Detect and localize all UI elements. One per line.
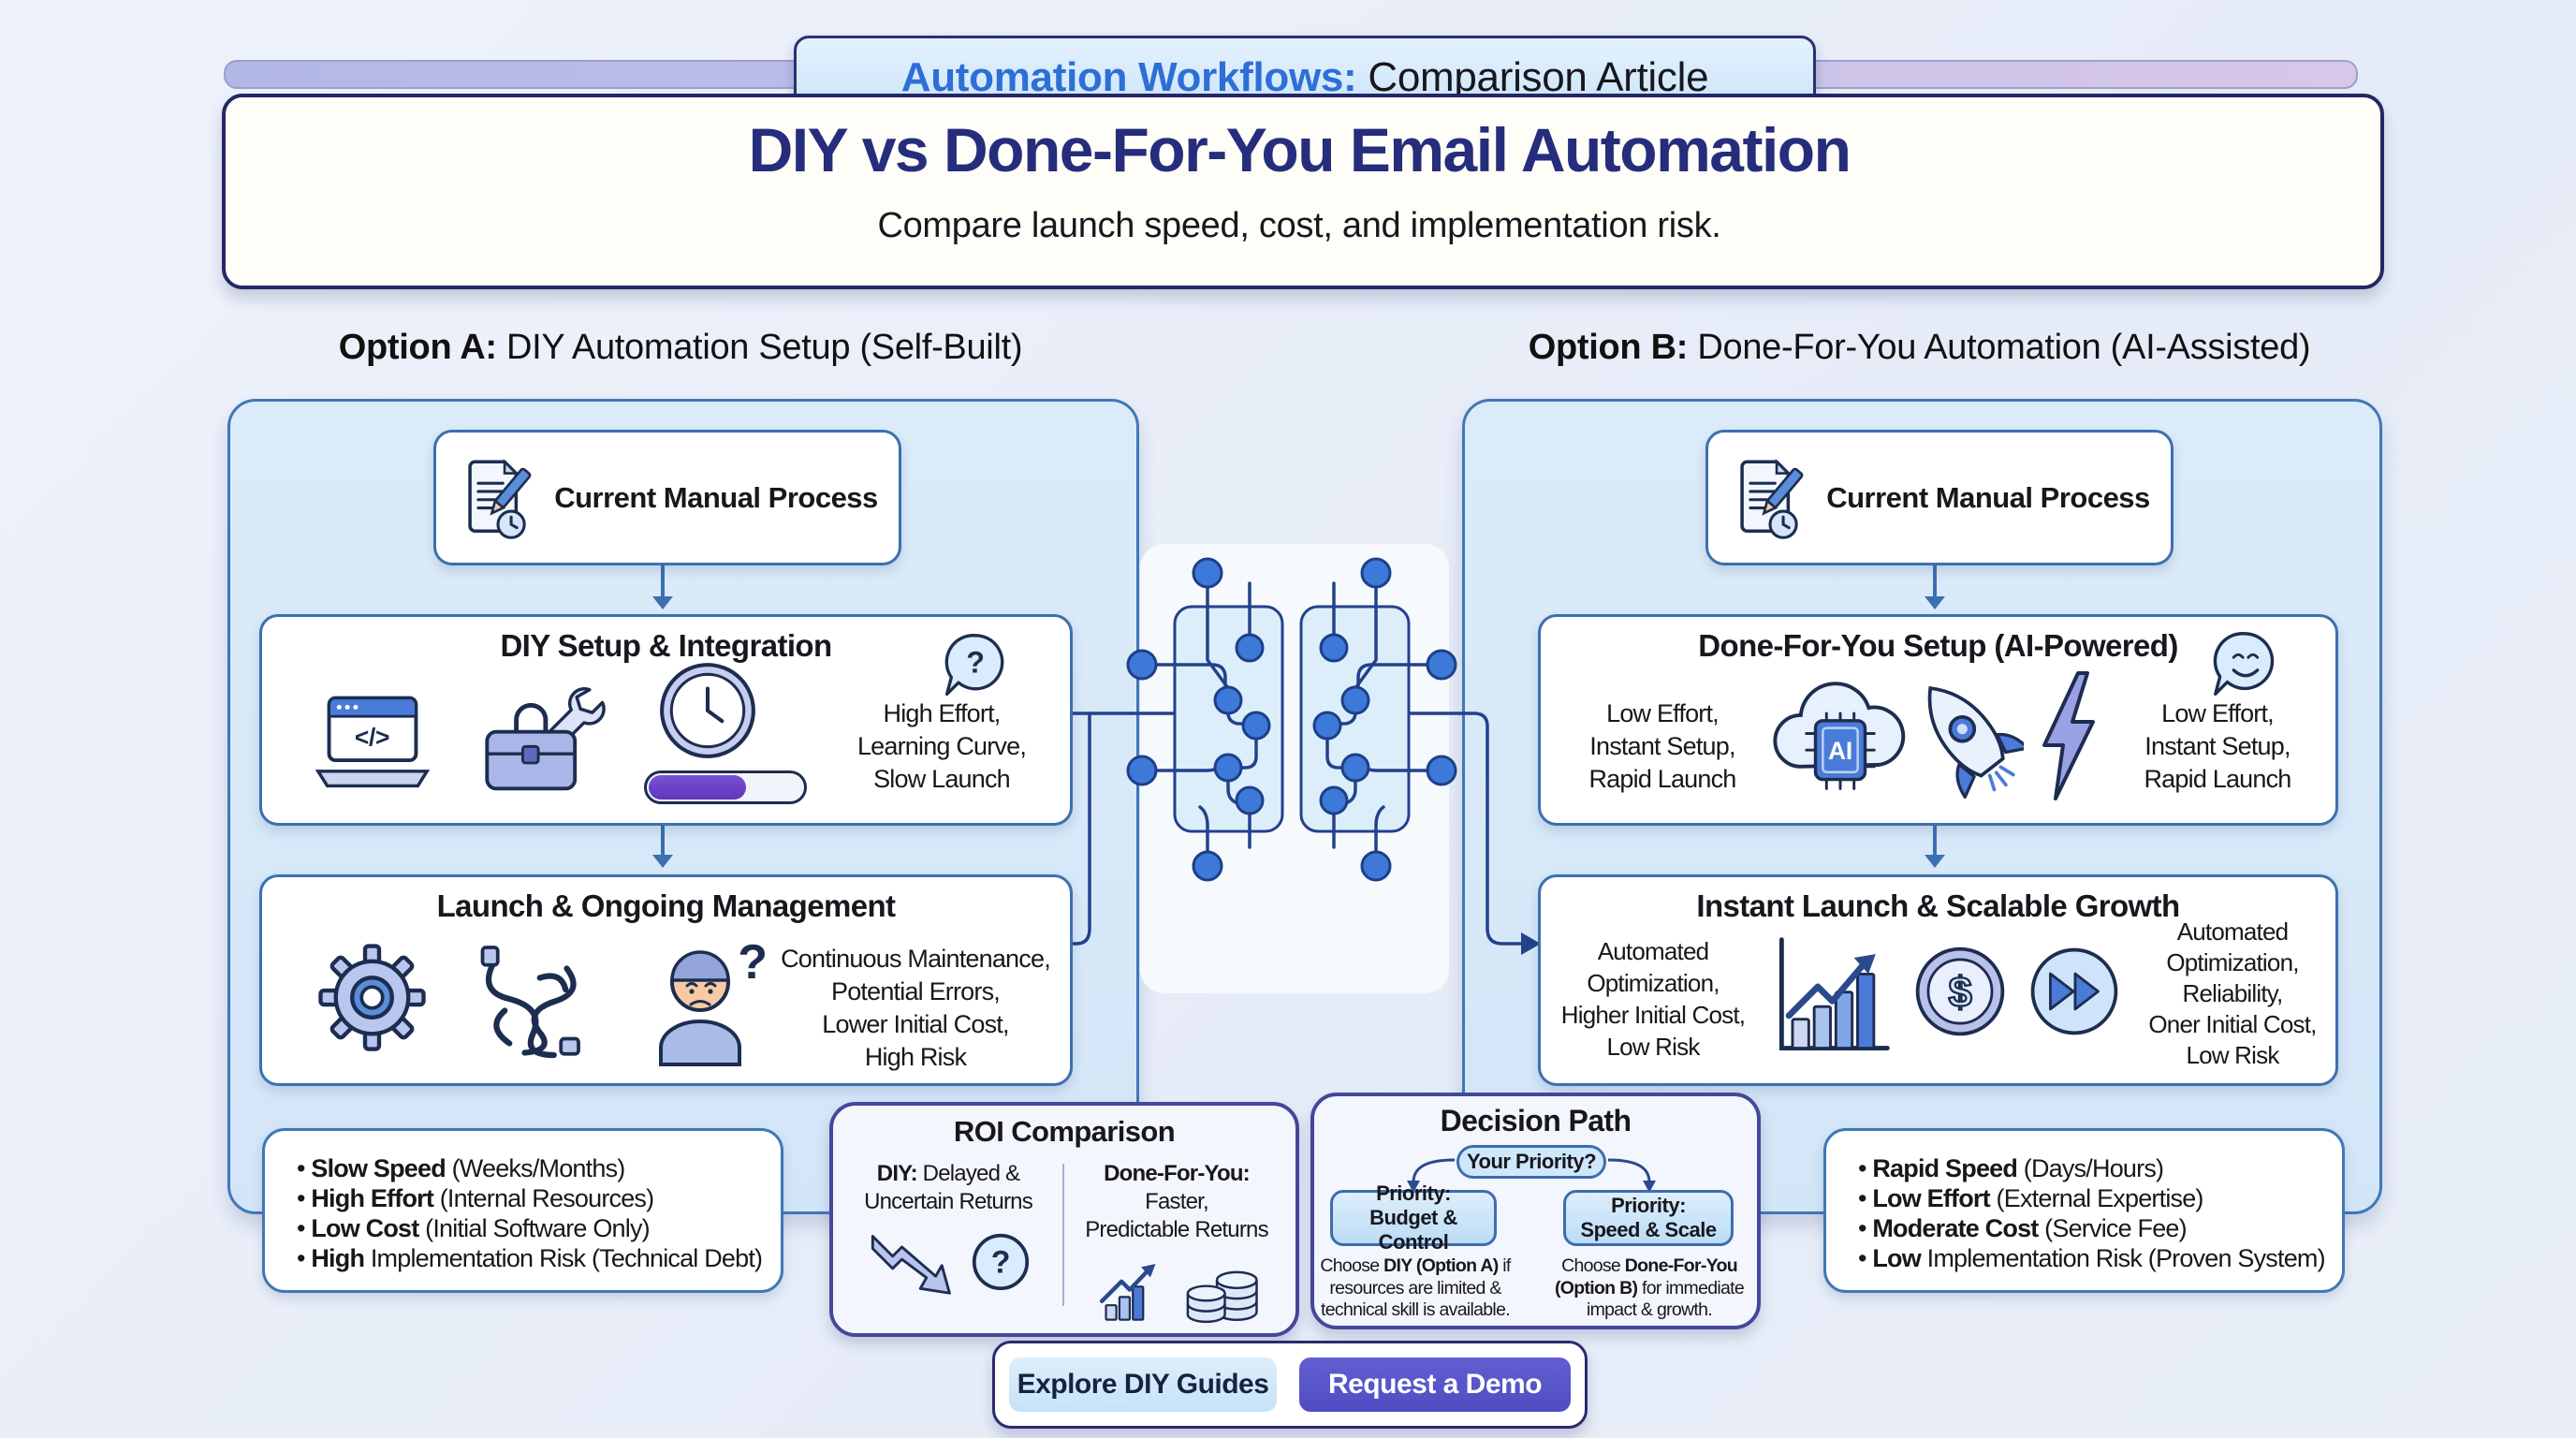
ai-cloud-chip-icon: AI (1773, 682, 1906, 790)
svg-text:?: ? (991, 1244, 1010, 1280)
progress-fill (649, 775, 747, 800)
roi-dfy-label: Done-For-You: Faster, Predictable Return… (1085, 1161, 1268, 1242)
svg-text:?: ? (966, 646, 984, 680)
toolbox-wrench-icon (485, 687, 606, 791)
summary-bullet: Slow Speed (Weeks/Months) (297, 1153, 781, 1183)
card-current-manual-process-a: Current Manual Process (433, 430, 901, 565)
circuit-connector-graphic (1065, 544, 1541, 993)
option-b-heading-text: Done-For-You Automation (AI-Assisted) (1688, 328, 2311, 367)
question-circle-icon: ? (972, 1233, 1030, 1291)
card-launch-management: Launch & Ongoing Management (259, 874, 1073, 1086)
page-title: DIY vs Done-For-You Email Automation (748, 115, 1852, 184)
progress-bar (644, 770, 807, 804)
flow-arrow-b1 (1933, 562, 1937, 597)
roi-comparison-panel: ROI Comparison DIY: Delayed & Uncertain … (829, 1102, 1299, 1337)
card-note-left: Low Effort, Instant Setup, Rapid Launch (1588, 699, 1736, 793)
roi-title: ROI Comparison (953, 1115, 1176, 1148)
document-edit-icon (1740, 458, 1804, 539)
option-b-heading-label: Option B: (1528, 328, 1689, 367)
roi-diy-label: DIY: Delayed & Uncertain Returns (864, 1161, 1033, 1214)
svg-text:AI: AI (1828, 737, 1852, 765)
card-note: High Effort, Learning Curve, Slow Launch (856, 699, 1027, 793)
cta-bar: Explore DIY Guides Request a Demo (992, 1341, 1588, 1429)
card-note-right: Automated Optimization, Reliability, One… (2148, 917, 2317, 1069)
flow-arrow-a1 (661, 562, 665, 597)
option-a-heading-text: DIY Automation Setup (Self-Built) (496, 328, 1023, 367)
flow-arrow-a2 (661, 822, 665, 856)
option-a-heading-label: Option A: (338, 328, 497, 367)
smiley-bubble-icon (2213, 632, 2275, 696)
document-edit-icon (468, 458, 532, 539)
header-box (222, 94, 2384, 289)
card-title: Launch & Ongoing Management (436, 888, 896, 923)
option-b-summary-card: Rapid Speed (Days/Hours) Low Effort (Ext… (1823, 1128, 2345, 1293)
svg-text:</>: </> (355, 723, 389, 751)
decision-path-panel: Decision Path Your Priority? Priority: B… (1310, 1093, 1761, 1329)
priority-question-pill: Your Priority? (1456, 1145, 1606, 1179)
request-demo-button[interactable]: Request a Demo (1299, 1357, 1571, 1412)
growth-chart-icon (1778, 937, 1890, 1050)
card-title: Done-For-You Setup (AI-Powered) (1698, 628, 2178, 663)
flow-arrow-b2 (1933, 822, 1937, 856)
svg-text:?: ? (738, 935, 767, 990)
summary-bullet: Low Implementation Risk (Proven System) (1858, 1243, 2342, 1273)
svg-text:$: $ (1949, 968, 1972, 1016)
priority-speed-scale-box: Priority: Speed & Scale (1563, 1190, 1734, 1246)
summary-bullet: High Effort (Internal Resources) (297, 1183, 781, 1213)
coin-stack-icon (1186, 1270, 1258, 1324)
summary-bullet: Low Cost (Initial Software Only) (297, 1213, 781, 1243)
confused-person-icon: ? (659, 935, 768, 1066)
connector-arrowhead (1521, 932, 1541, 955)
gear-icon (318, 944, 426, 1051)
summary-bullet: Rapid Speed (Days/Hours) (1858, 1153, 2342, 1183)
card-diy-setup: DIY Setup & Integration </> ? High E (259, 614, 1073, 826)
card-title: DIY Setup & Integration (500, 628, 832, 663)
option-a-heading: Option A: DIY Automation Setup (Self-Bui… (227, 328, 1134, 368)
mini-growth-chart-icon (1099, 1264, 1156, 1321)
option-b-heading: Option B: Done-For-You Automation (AI-As… (1462, 328, 2377, 368)
roi-diy-column: DIY: Delayed & Uncertain Returns ? (842, 1160, 1054, 1299)
summary-bullet: High Implementation Risk (Technical Debt… (297, 1243, 781, 1273)
card-instant-launch: Instant Launch & Scalable Growth Automat… (1538, 874, 2338, 1086)
decision-title: Decision Path (1440, 1104, 1632, 1137)
connector-right (1407, 712, 1523, 946)
rocket-icon (1927, 686, 2024, 800)
summary-bullet: Low Effort (External Expertise) (1858, 1183, 2342, 1213)
roi-divider (1062, 1164, 1064, 1306)
badge-highlight: Automation Workflows: (900, 54, 1357, 100)
decision-desc-left: Choose DIY (Option A) if resources are l… (1320, 1255, 1511, 1320)
fast-forward-icon (2030, 947, 2118, 1035)
card-note-left: Automated Optimization, Higher Initial C… (1560, 937, 1746, 1061)
page-subtitle: Compare launch speed, cost, and implemen… (877, 206, 1721, 245)
lightning-icon (2042, 671, 2095, 800)
decline-arrow-icon (871, 1235, 951, 1295)
step-title: Current Manual Process (554, 480, 878, 514)
question-bubble-icon: ? (944, 634, 1004, 697)
clock-icon (660, 663, 755, 758)
card-title: Instant Launch & Scalable Growth (1696, 888, 2180, 923)
circuit-nodes (1126, 557, 1457, 882)
laptop-code-icon: </> (315, 696, 431, 788)
option-a-summary-card: Slow Speed (Weeks/Months) High Effort (I… (262, 1128, 783, 1293)
card-current-manual-process-b: Current Manual Process (1705, 430, 2174, 565)
step-title: Current Manual Process (1826, 480, 2150, 514)
card-dfy-setup: Done-For-You Setup (AI-Powered) Low Effo… (1538, 614, 2338, 826)
decision-desc-right: Choose Done-For-You (Option B) for immed… (1554, 1255, 1745, 1320)
card-note: Continuous Maintenance, Potential Errors… (781, 945, 1051, 1071)
roi-dfy-column: Done-For-You: Faster, Predictable Return… (1071, 1160, 1282, 1328)
explore-diy-guides-button[interactable]: Explore DIY Guides (1009, 1357, 1277, 1412)
card-note-right: Low Effort, Instant Setup, Rapid Launch (2144, 699, 2291, 793)
priority-budget-control-box: Priority: Budget & Control (1330, 1181, 1497, 1254)
dollar-coin-icon: $ (1915, 946, 2005, 1036)
summary-bullet: Moderate Cost (Service Fee) (1858, 1213, 2342, 1243)
connector-left-vertical (1065, 712, 1091, 946)
tangled-cables-icon (480, 946, 580, 1059)
badge-rest: Comparison Article (1368, 54, 1709, 100)
